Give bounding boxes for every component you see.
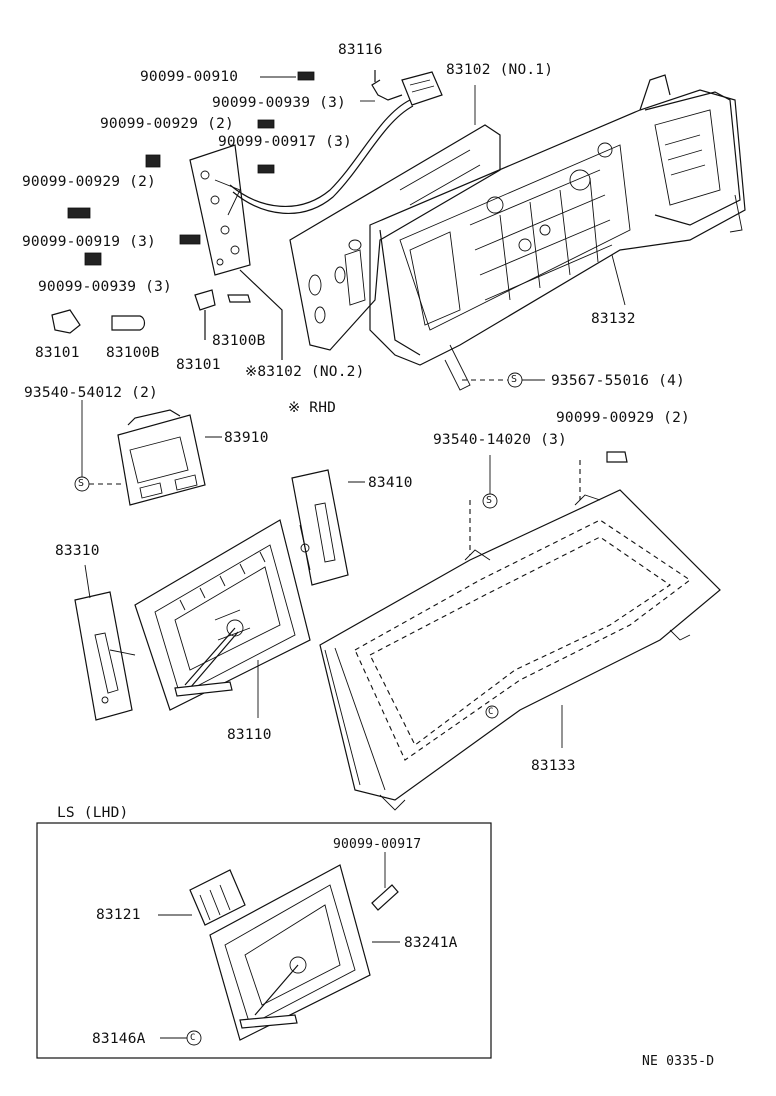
label-83410: 83410	[368, 475, 413, 491]
label-83132: 83132	[591, 311, 636, 327]
label-83241a: 83241A	[404, 935, 458, 951]
label-rhd: ※ RHD	[288, 400, 337, 416]
ls-lhd-box	[36, 822, 492, 1059]
bulbs-and-sockets	[51, 289, 251, 340]
label-83310: 83310	[55, 543, 100, 559]
s-mark-93540-54012: S	[78, 478, 85, 489]
label-83100b-a: 83100B	[106, 345, 160, 361]
label-ls-lhd: LS (LHD)	[57, 805, 129, 821]
label-90099-00939-b: 90099-00939 (3)	[38, 279, 172, 295]
label-90099-00929-c: 90099-00929 (2)	[556, 410, 690, 426]
label-93567-55016: 93567-55016 (4)	[551, 373, 685, 389]
label-83110: 83110	[227, 727, 272, 743]
label-90099-00917-b: 90099-00917	[333, 837, 422, 852]
label-90099-00919: 90099-00919 (3)	[22, 234, 156, 250]
gauge-83410	[291, 469, 365, 586]
label-83121: 83121	[96, 907, 141, 923]
s-mark-93567: S	[511, 374, 518, 385]
label-83100b-b: 83100B	[212, 333, 266, 349]
label-90099-00939-a: 90099-00939 (3)	[212, 95, 346, 111]
gauge-83310	[74, 564, 136, 721]
label-83102-no2: ※83102 (NO.2)	[245, 364, 365, 380]
c-mark-83146a: C	[190, 1033, 196, 1043]
printed-circuit-83102-no1	[289, 124, 501, 351]
label-83910: 83910	[224, 430, 269, 446]
label-90099-00929-a: 90099-00929 (2)	[100, 116, 234, 132]
c-mark-83133: C	[488, 707, 494, 717]
label-90099-00910: 90099-00910	[140, 69, 239, 85]
meter-case-83132	[369, 74, 746, 391]
diagram-code: NE 0335-D	[642, 1054, 715, 1069]
label-83101-b: 83101	[176, 357, 221, 373]
label-83116: 83116	[338, 42, 383, 58]
label-83102-no1: 83102 (NO.1)	[446, 62, 554, 78]
label-90099-00917-a: 90099-00917 (3)	[218, 134, 352, 150]
printed-circuit-83102-no2	[189, 144, 283, 360]
label-93540-14020: 93540-14020 (3)	[433, 432, 567, 448]
screws-top-left	[67, 71, 315, 266]
label-90099-00929-b: 90099-00929 (2)	[22, 174, 156, 190]
clock-83910	[74, 400, 222, 506]
wire-harness-83116	[229, 70, 443, 215]
label-83133: 83133	[531, 758, 576, 774]
speedometer-83110	[134, 519, 311, 718]
s-mark-93540-14020: S	[486, 495, 493, 506]
label-83101-a: 83101	[35, 345, 80, 361]
label-83146a: 83146A	[92, 1031, 146, 1047]
label-93540-54012: 93540-54012 (2)	[24, 385, 158, 401]
leaders-upper	[260, 76, 626, 388]
lens-83133	[319, 451, 721, 811]
